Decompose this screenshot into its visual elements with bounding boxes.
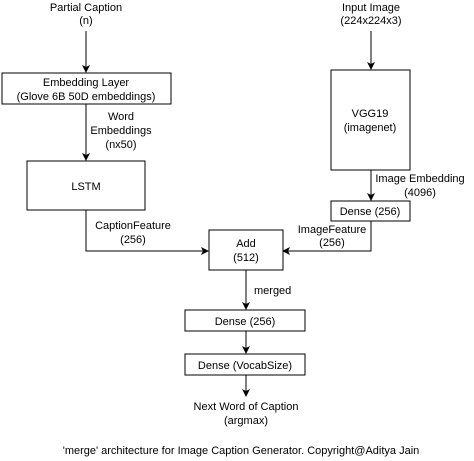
lstm-label: LSTM [71, 181, 100, 193]
image-feature-label-line2: (256) [319, 237, 345, 249]
add-subtitle: (512) [233, 252, 259, 264]
dense-merged-label: Dense (256) [215, 316, 276, 328]
merged-label: merged [254, 285, 291, 297]
vgg19-title: VGG19 [352, 108, 389, 120]
dense-vocab-label: Dense (VocabSize) [198, 360, 292, 372]
edge-dense-image-to-add [282, 221, 372, 255]
image-embedding-label-line1: Image Embedding [375, 173, 464, 185]
embedding-layer-title: Embedding Layer [43, 77, 130, 89]
footer-caption: 'merge' architecture for Image Caption G… [63, 445, 420, 457]
word-embeddings-label-line2: Embeddings [90, 125, 152, 137]
edge-lstm-to-add [85, 210, 209, 255]
output-title: Next Word of Caption [194, 401, 299, 413]
image-feature-label-line1: ImageFeature [298, 224, 366, 236]
embedding-layer-subtitle: (Glove 6B 50D embeddings) [17, 91, 156, 103]
embedding-layer-node: Embedding Layer (Glove 6B 50D embeddings… [1, 72, 172, 105]
partial-caption-shape: (n) [79, 15, 92, 27]
dense-image-node: Dense (256) [330, 200, 411, 222]
partial-caption-title: Partial Caption [50, 2, 122, 14]
dense-image-label: Dense (256) [340, 206, 401, 218]
word-embeddings-label-line3: (nx50) [105, 139, 136, 151]
add-node: Add (512) [208, 229, 284, 271]
word-embeddings-label-line1: Word [108, 111, 134, 123]
output-subtitle: (argmax) [224, 415, 268, 427]
dense-merged-node: Dense (256) [184, 309, 306, 332]
input-image-shape: (224x224x3) [340, 15, 401, 27]
caption-feature-label-line1: CaptionFeature [95, 220, 171, 232]
dense-vocab-node: Dense (VocabSize) [184, 353, 306, 376]
image-embedding-label-line2: (4096) [404, 187, 436, 199]
lstm-node: LSTM [26, 160, 146, 211]
vgg19-subtitle: (imagenet) [344, 122, 397, 134]
input-image-title: Input Image [342, 2, 400, 14]
vgg19-node: VGG19 (imagenet) [330, 69, 411, 171]
add-title: Add [236, 238, 256, 250]
caption-feature-label-line2: (256) [120, 234, 146, 246]
